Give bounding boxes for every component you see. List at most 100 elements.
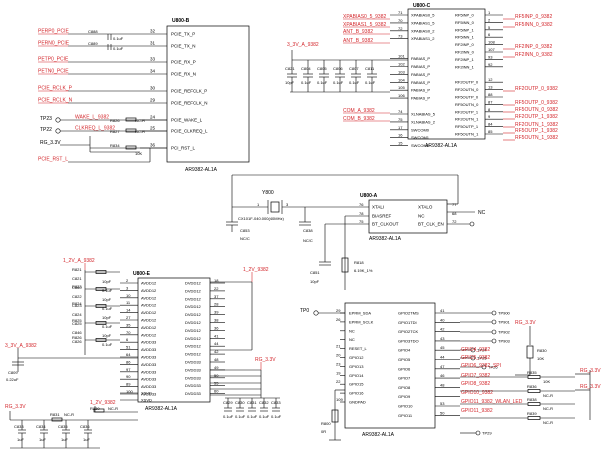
tp22-label: TP22 bbox=[40, 127, 52, 133]
u800c-pin-num: 106 bbox=[398, 93, 405, 98]
u800a-pin-name: BIASREF bbox=[372, 214, 392, 219]
cap-c809-val: 0.22uF bbox=[6, 377, 19, 382]
crystal-desc: CX101F-040.000(40MHz) bbox=[238, 216, 284, 221]
u800d-pin-num: 41 bbox=[440, 308, 445, 313]
cap-c851: C851 bbox=[310, 270, 320, 275]
cap-c889-val: 0.1uF bbox=[113, 46, 124, 51]
u800c-pin-name: RF5OUTN_1 bbox=[455, 132, 479, 137]
u800c-net-right: RF5OUTP_0_9382 bbox=[515, 100, 558, 106]
u800d-pin-name: NC bbox=[349, 328, 355, 333]
u800a-pin-name: BT_CLKOUT bbox=[372, 222, 399, 227]
u800e-pin-num: 37 bbox=[214, 294, 219, 299]
u800d-res-label: R838 bbox=[527, 397, 537, 402]
u800c-ref: U800-C bbox=[413, 3, 431, 9]
u800b-rail: RG_3.3V bbox=[40, 140, 61, 146]
u800d-res bbox=[527, 402, 541, 406]
u800e-pin-num: 38 bbox=[214, 318, 219, 323]
u800e-pin-num: 50 bbox=[214, 373, 219, 378]
u800c-pin-num: 85 bbox=[488, 129, 493, 134]
u800e-pin-name: AVDD33 bbox=[141, 392, 157, 397]
r800-val: 0R bbox=[321, 429, 326, 434]
u800e-pin-name: AVDD33 bbox=[141, 340, 157, 345]
res-r818-val: 6.19K_1% bbox=[354, 268, 373, 273]
u800e-pin-name: AVDD33 bbox=[141, 377, 157, 382]
u800b-pin-name: PCIE_TX_N bbox=[171, 44, 196, 49]
u800c-pin-num: 87 bbox=[488, 99, 493, 104]
u800b-net-label: PETP0_PCIE bbox=[38, 57, 69, 63]
u800e-bottom-cap-val: 0.1uF bbox=[235, 414, 246, 419]
u800c-net-right: RF5OUTN_1_9382 bbox=[515, 135, 558, 141]
u800c-pin-name: PABIAS_P bbox=[411, 88, 430, 93]
u800b-pin-name: PCIE_REFCLK_N bbox=[171, 101, 208, 106]
cap-c838: C838 bbox=[303, 228, 313, 233]
u800c-pin-name: RF2OUTN_0 bbox=[455, 87, 479, 92]
u800d-pin-name: GPIO15 bbox=[349, 382, 364, 387]
u800e-res-label: R825 bbox=[72, 318, 82, 323]
cap-c889: C889 bbox=[88, 41, 98, 46]
u800c-pin-name: RF2OUTP_0 bbox=[455, 80, 479, 85]
u800c-net-left: XPABIAS0_5_9382 bbox=[343, 14, 386, 20]
u800d-pin-name: EPRM_SCLK bbox=[349, 319, 374, 324]
u800d-pin-name: GPIO4 bbox=[398, 348, 411, 353]
bl-rail: RG_3.3V bbox=[5, 404, 26, 410]
rail-1v2a: 1_2V_A_9382 bbox=[63, 258, 95, 264]
u800c-pin-num: 72 bbox=[398, 26, 403, 31]
u800e-cap-val: 10pF bbox=[102, 297, 112, 302]
u800e-pin-name: DVDD12 bbox=[185, 336, 202, 341]
u800a-pin-num: 72 bbox=[452, 219, 457, 224]
u800c-net-right: RF2OUTP_1_9382 bbox=[515, 114, 558, 120]
u800c-pin-name: PABIAS_P bbox=[411, 72, 430, 77]
u800e-pin-name: AVDD12 bbox=[141, 325, 157, 330]
rail-rg3v3: RG_3.3V bbox=[255, 357, 276, 363]
u800a-pin-name: XTALI bbox=[372, 205, 384, 210]
u800e-pin-bottom: XSVD bbox=[141, 398, 152, 403]
u800d-res-val: NC-R bbox=[543, 393, 553, 398]
u800c-pin-num: 1 bbox=[488, 10, 491, 15]
u800d-res-label: R835 bbox=[527, 370, 537, 375]
u800e-cap-val: 0.1uF bbox=[102, 288, 113, 293]
u800a-pin-num: 77 bbox=[452, 202, 457, 207]
u800d-res-val: NC-R bbox=[543, 406, 553, 411]
u800e-bottom-cap: C829 bbox=[223, 400, 233, 405]
u800d-net: GPIO11_9382 bbox=[461, 408, 493, 414]
bl-cap: C833 bbox=[14, 424, 24, 429]
u800c-cap-val: 0.1uF bbox=[349, 80, 360, 85]
u800c-net-right: RF5OUTN_0_9382 bbox=[515, 107, 558, 113]
u800c-pin-name: RF5INN_1 bbox=[455, 35, 475, 40]
u800e-pin-name: DVDD12 bbox=[185, 281, 202, 286]
bl-cap-val: 1uF bbox=[17, 437, 24, 442]
res-r830 bbox=[526, 345, 534, 359]
u800d-pin-name: GPIO3TDO bbox=[398, 338, 419, 343]
u800e-pin-num: 60 bbox=[214, 389, 219, 394]
u800d-res-label: R836 bbox=[527, 384, 537, 389]
u800d-pin-num: 53 bbox=[440, 401, 445, 406]
bl-rail2: 1_2V_9382 bbox=[90, 400, 116, 406]
u800c-pin-num: 6 bbox=[488, 32, 491, 37]
u800d-pin-name: GPIO12 bbox=[349, 355, 364, 360]
u800d-pin-name: GPIO9 bbox=[398, 394, 411, 399]
bl-r1: R831 bbox=[50, 412, 60, 417]
u800c-pin-num: 16 bbox=[398, 133, 403, 138]
u800b-block: U800-B AR9382-AL1A 32PCIE_TX_P31PCIE_TX_… bbox=[38, 18, 250, 173]
bl-cap: C835 bbox=[58, 424, 68, 429]
tp-label: TP26 bbox=[488, 365, 498, 370]
u800c-pin-name: RF5INP_0 bbox=[455, 13, 474, 18]
u800e-pin-num: 70 bbox=[126, 330, 131, 335]
u800c-pin-name: SWCOM0 bbox=[411, 127, 430, 132]
u800e-pin-num: 90 bbox=[126, 374, 131, 379]
u800e-bottom-cap: C832 bbox=[259, 400, 269, 405]
u800d-pin-name: GPIO2TMS bbox=[398, 311, 419, 316]
tp-label: TP29 bbox=[482, 431, 492, 436]
u800b-body bbox=[166, 25, 250, 163]
r830-label: R830 bbox=[537, 348, 547, 353]
u800e-pin-name: DVDD33 bbox=[185, 360, 202, 365]
u800d-pin-num: 21 bbox=[336, 344, 341, 349]
tp-label: TP901 bbox=[498, 320, 511, 325]
u800d-res-val: 10K bbox=[543, 379, 550, 384]
u800c-pin-num: 5 bbox=[488, 25, 491, 30]
u800c-cap: C811 bbox=[365, 66, 375, 71]
u800e-pin-name: AVDD33 bbox=[141, 362, 157, 367]
u800e-pin-name: DVDD12 bbox=[185, 296, 202, 301]
u800c-pin-num: 71 bbox=[398, 10, 403, 15]
